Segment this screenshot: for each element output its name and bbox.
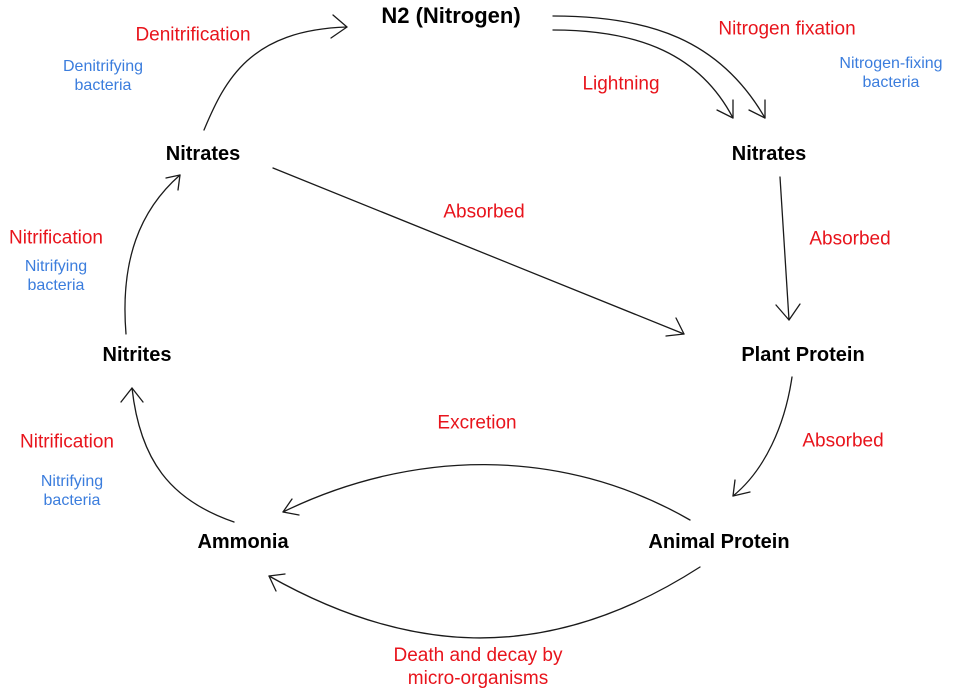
label-nitrogen-fixing-bacteria: Nitrogen-fixing bacteria xyxy=(839,54,943,91)
label-denitrifying-bacteria: Denitrifying bacteria xyxy=(62,57,144,94)
arrow-lightning xyxy=(552,29,734,119)
node-n2: N2 (Nitrogen) xyxy=(381,2,521,28)
label-nitrifying-bacteria-upper: Nitrifying bacteria xyxy=(24,257,88,294)
node-nitrates-right: Nitrates xyxy=(731,143,807,165)
node-plant-protein: Plant Protein xyxy=(741,344,865,366)
arrow-absorbed-center xyxy=(272,167,685,337)
arrow-excretion xyxy=(282,463,691,521)
arrow-nitrogen-fixation xyxy=(552,15,766,119)
label-absorbed-right-lower: Absorbed xyxy=(802,430,884,452)
arrow-absorbed-lower xyxy=(732,376,793,497)
label-nitrification-upper: Nitrification xyxy=(9,227,103,249)
label-nitrifying-bacteria-lower: Nitrifying bacteria xyxy=(40,472,104,509)
label-excretion: Excretion xyxy=(437,412,517,434)
label-lightning: Lightning xyxy=(582,73,660,95)
arrow-nitrification-upper xyxy=(124,174,181,335)
node-nitrates-left: Nitrates xyxy=(165,143,241,165)
label-nitrogen-fixation: Nitrogen fixation xyxy=(718,18,856,40)
arrow-death-decay xyxy=(268,566,701,639)
node-nitrites: Nitrites xyxy=(102,344,172,366)
label-absorbed-right-upper: Absorbed xyxy=(809,228,891,250)
label-denitrification: Denitrification xyxy=(135,24,251,46)
label-absorbed-center: Absorbed xyxy=(443,201,525,223)
arrow-absorbed-right xyxy=(775,176,801,321)
arrow-denitrification xyxy=(203,14,348,131)
label-nitrification-lower: Nitrification xyxy=(20,431,114,453)
node-animal-protein: Animal Protein xyxy=(648,531,790,553)
arrow-nitrification-lower xyxy=(120,387,235,523)
label-death-decay: Death and decay by micro-organisms xyxy=(393,645,563,689)
node-ammonia: Ammonia xyxy=(197,531,289,553)
